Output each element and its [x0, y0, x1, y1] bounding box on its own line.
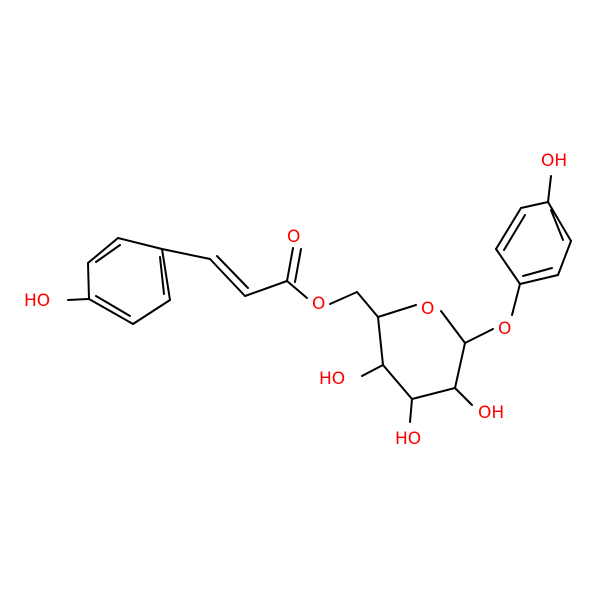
bond [361, 364, 384, 377]
atom-labels: OH O HO O O O HO OH HO [24, 151, 567, 449]
label-o-ester: O [312, 294, 325, 314]
label-ho-c3: HO [395, 429, 421, 449]
bond [377, 304, 417, 318]
bond [511, 283, 521, 316]
label-oh-top-right: OH [541, 151, 567, 171]
bond [547, 175, 552, 203]
bond [67, 298, 89, 301]
bond [286, 280, 308, 299]
bond-inner [522, 267, 553, 277]
bond [132, 299, 171, 325]
pyranose-ring [356, 291, 494, 423]
bond [377, 316, 384, 366]
label-ho-left: HO [24, 291, 50, 311]
label-oh-c2: OH [478, 403, 504, 423]
bond [464, 328, 494, 344]
bond [87, 237, 119, 264]
bond-inner [95, 244, 121, 263]
bond [520, 201, 549, 209]
label-o-glycosidic: O [498, 319, 511, 339]
right-phenol-ring [495, 175, 572, 316]
bond-inner [159, 256, 165, 295]
bond [244, 280, 288, 297]
label-ho-c4: HO [319, 369, 345, 389]
bond [161, 248, 211, 260]
bond [454, 342, 466, 389]
bond [88, 298, 134, 325]
bond [286, 247, 294, 282]
bond-inner [95, 295, 131, 317]
label-o-ring: O [421, 299, 434, 319]
bond [557, 240, 572, 276]
bond [411, 387, 456, 400]
bond-double [216, 255, 249, 289]
bond [547, 201, 572, 242]
bond [356, 291, 379, 318]
bond [329, 291, 358, 305]
bond [440, 310, 466, 344]
bond [161, 248, 171, 301]
bond [87, 262, 90, 300]
bond-inner [550, 209, 564, 241]
bond-double [294, 248, 302, 283]
bond [495, 248, 521, 285]
bond [495, 207, 522, 250]
bond [117, 237, 163, 250]
bond [382, 364, 413, 400]
bond [454, 387, 473, 406]
cinnamoyl-chain [161, 247, 358, 305]
bond [519, 274, 559, 285]
label-o-carbonyl: O [287, 227, 300, 247]
bond [409, 398, 413, 423]
left-phenol-ring [67, 237, 171, 325]
bond [209, 258, 246, 297]
bond-inner [503, 214, 526, 251]
